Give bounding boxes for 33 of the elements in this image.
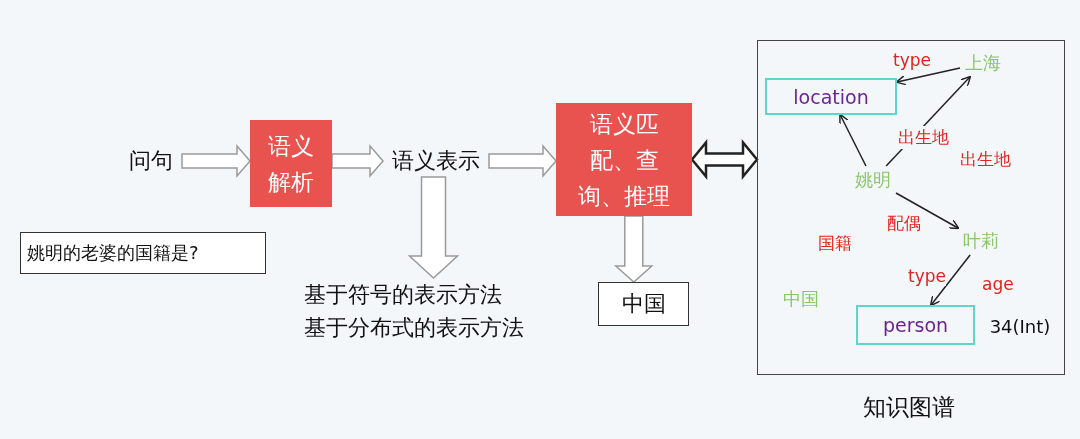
graph-title: 知识图谱 [863,393,955,422]
process-box: 语义解析 [250,120,332,207]
arrow [895,192,960,230]
step-text: 问句 [120,145,182,177]
relation-label: 出生地 [960,148,1011,171]
arrow [895,67,961,86]
edge-label: 配偶 [887,212,921,235]
method-text: 基于分布式的表示方法 [304,314,524,342]
entity-text: 叶莉 [958,227,1004,255]
process-box: 语义匹配、查询、推理 [556,103,692,216]
block-arrow [407,176,460,279]
answer-box: 中国 [598,282,689,326]
question-box: 姚明的老婆的国籍是? [20,232,266,274]
class-box: location [765,78,897,115]
block-arrow [613,215,654,283]
edge-label: type [893,50,931,70]
method-text: 基于符号的表示方法 [304,281,502,309]
block-arrow [488,144,557,178]
class-box: person [856,305,975,345]
edge-label: type [908,266,946,286]
arrow [929,254,971,307]
block-arrow [331,144,384,178]
relation-label: age [982,274,1014,294]
step-text: 语义表示 [383,145,489,177]
block-arrow [181,144,251,178]
arrow [839,113,867,167]
entity-text: 姚明 [850,166,896,194]
value-text: 34(Int) [982,312,1058,340]
relation-label: 国籍 [818,232,852,255]
double-arrow [690,139,759,180]
edge-label: 出生地 [898,126,949,149]
entity-text: 中国 [778,285,824,313]
entity-text: 上海 [960,49,1006,77]
